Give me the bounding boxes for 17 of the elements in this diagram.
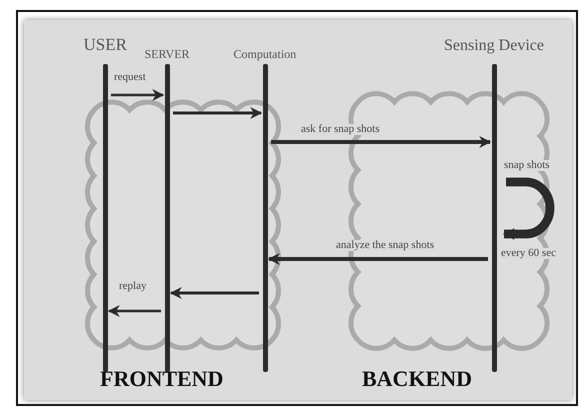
participant-label: USER [84, 36, 127, 53]
section-label: BACKEND [362, 368, 472, 390]
arrow [173, 107, 262, 119]
section-label: FRONTEND [100, 368, 224, 390]
participant-label: SERVER [144, 48, 190, 60]
participant-label: Computation [234, 48, 296, 60]
participant-label: Sensing Device [444, 38, 544, 54]
edge-label: ask for snap shots [300, 124, 381, 135]
arrow [268, 253, 488, 265]
edge-label: snap shots [503, 160, 551, 171]
edge-label: replay [118, 281, 148, 292]
arrow [111, 89, 164, 101]
note-label: every 60 sec [500, 248, 557, 259]
edge-label: request [113, 72, 147, 83]
arrow [108, 305, 161, 317]
edge-label: analyze the snap shots [335, 240, 436, 251]
arrow [502, 178, 554, 240]
